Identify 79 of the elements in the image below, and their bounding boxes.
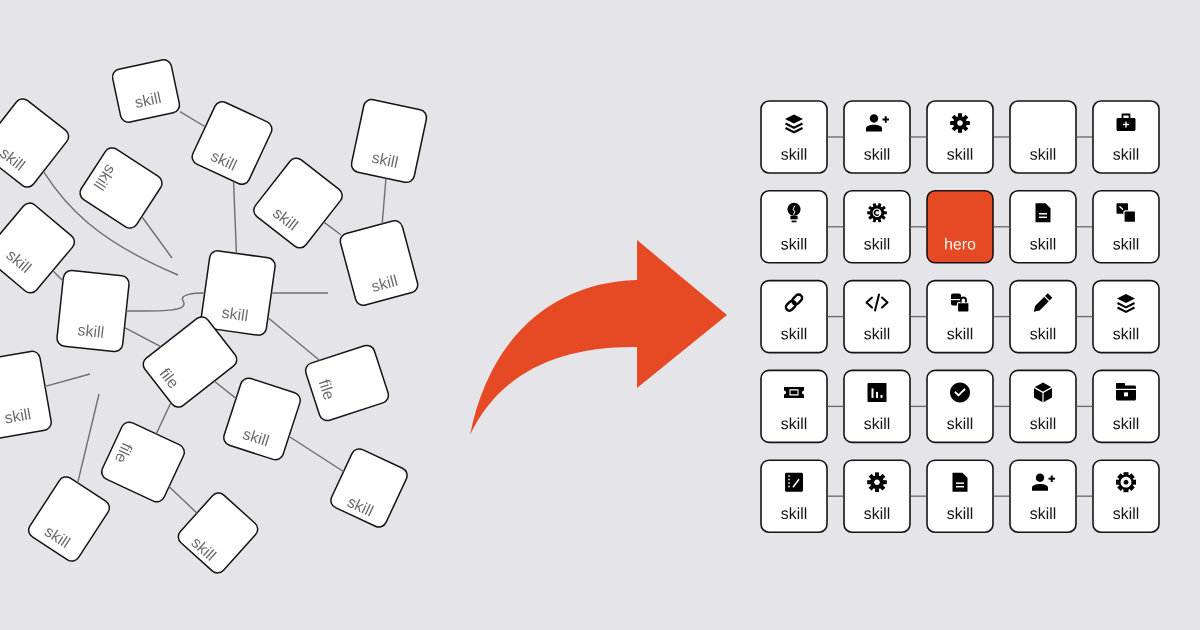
connector-line xyxy=(993,226,1010,228)
connector-line xyxy=(232,180,238,254)
icon-tile: skill xyxy=(1009,190,1077,264)
connector-line xyxy=(910,405,927,408)
connector-line xyxy=(993,405,1010,408)
connector-line xyxy=(910,226,927,228)
highlighted-tile: hero xyxy=(926,190,994,264)
connector-line xyxy=(270,292,329,294)
connector-line xyxy=(44,373,91,388)
rotated-card: skill xyxy=(339,220,419,306)
connector-line xyxy=(77,393,100,484)
rotated-card: skill xyxy=(0,98,70,188)
rotated-card: skill xyxy=(191,100,273,185)
connector-line xyxy=(168,486,198,514)
connector-line xyxy=(1076,405,1093,408)
connector-line xyxy=(381,177,387,225)
icon-tile: skill xyxy=(760,100,828,174)
connector-line xyxy=(1076,495,1093,497)
rotated-card: skill xyxy=(253,157,343,249)
icon-tile: skill xyxy=(926,459,994,533)
icon-tile: skill xyxy=(760,190,828,264)
connector-line xyxy=(827,226,844,228)
icon-tile: skill xyxy=(926,369,994,444)
icon-tile: skill xyxy=(926,100,994,174)
icon-tile: skill xyxy=(1092,100,1160,174)
connector-line xyxy=(42,170,179,276)
connector-line xyxy=(827,315,844,318)
connector-line xyxy=(1076,226,1093,228)
rotated-card: skill xyxy=(111,59,181,123)
rotated-card: skill xyxy=(0,350,52,440)
icon-tile: skill xyxy=(926,279,994,354)
rotated-card: file xyxy=(100,421,186,503)
icon-tile: skill xyxy=(760,279,828,354)
icon-tile: skill xyxy=(843,459,911,533)
connector-line xyxy=(141,216,173,259)
connector-line xyxy=(179,110,206,128)
rotated-card: skill xyxy=(56,269,130,353)
icon-tile: skill xyxy=(843,369,911,444)
icon-tile: skill xyxy=(843,279,911,354)
connector-line xyxy=(910,495,927,497)
rotated-card: skill xyxy=(0,202,76,294)
connector-line xyxy=(123,326,162,348)
connector-line xyxy=(993,495,1010,497)
connector-line xyxy=(125,292,206,312)
connector-line xyxy=(1076,136,1093,138)
connector-line xyxy=(910,315,927,318)
connector-line xyxy=(52,270,64,282)
connector-line xyxy=(1076,315,1093,318)
connector-line xyxy=(267,317,321,361)
connector-line xyxy=(827,136,844,138)
connector-line xyxy=(323,221,342,236)
connector-line xyxy=(993,136,1010,138)
icon-tile: skill xyxy=(1092,369,1160,444)
rotated-card: skill xyxy=(223,377,301,461)
rotated-card: skill xyxy=(330,448,408,528)
rotated-card: skill xyxy=(27,476,111,562)
connector-line xyxy=(213,380,237,400)
rotated-card: skill xyxy=(79,147,163,229)
connector-line xyxy=(910,136,927,138)
connector-line xyxy=(288,435,345,473)
icon-tile: skill xyxy=(760,459,828,533)
icon-tile: skill xyxy=(1009,369,1077,444)
connector-line xyxy=(827,405,844,408)
rotated-card: skill xyxy=(200,250,276,336)
connector-line xyxy=(827,495,844,497)
connector-line xyxy=(155,402,172,435)
icon-tile: skill xyxy=(843,100,911,174)
rotated-card: skill xyxy=(350,98,428,184)
icon-tile: skill xyxy=(1092,459,1160,533)
icon-tile: skill xyxy=(760,369,828,444)
icon-tile: skill xyxy=(1092,190,1160,264)
icon-tile: skill xyxy=(1092,279,1160,354)
icon-tile: skill xyxy=(1009,459,1077,533)
rotated-card: file xyxy=(304,344,390,422)
rotated-card: skill xyxy=(177,492,259,574)
icon-tile: skill xyxy=(1009,100,1077,174)
icon-tile: skill xyxy=(843,190,911,264)
icon-tile: skill xyxy=(1009,279,1077,354)
connector-line xyxy=(993,315,1010,318)
